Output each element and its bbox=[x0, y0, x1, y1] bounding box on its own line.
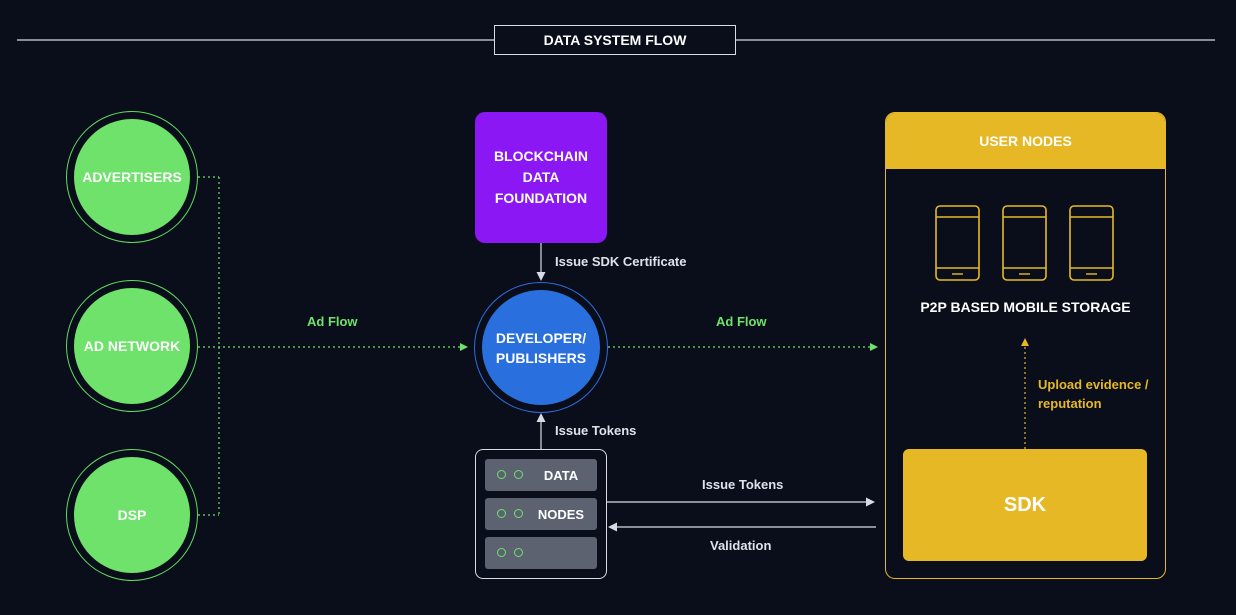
blockchain-line-3: FOUNDATION bbox=[494, 190, 588, 206]
server-label-nodes: NODES bbox=[537, 506, 585, 522]
server-label-empty bbox=[533, 537, 589, 569]
node-user-nodes: USER NODES bbox=[885, 112, 1166, 579]
phone-icon bbox=[1069, 205, 1114, 281]
phone-icon bbox=[935, 205, 980, 281]
node-developer-publishers: DEVELOPER/ PUBLISHERS bbox=[474, 282, 608, 413]
developer-publishers-fill: DEVELOPER/ PUBLISHERS bbox=[482, 290, 600, 405]
node-dsp-label: DSP bbox=[74, 457, 190, 573]
edge-label-issue-sdk-certificate: Issue SDK Certificate bbox=[555, 254, 687, 269]
node-data-nodes: DATA NODES bbox=[475, 449, 607, 579]
status-dot-icon bbox=[497, 509, 506, 518]
server-label-data: DATA bbox=[543, 467, 579, 483]
server-row: NODES bbox=[485, 498, 597, 530]
node-ad-network: AD NETWORK bbox=[66, 280, 198, 412]
developer-line-1: DEVELOPER/ bbox=[495, 329, 587, 346]
node-dsp: DSP bbox=[66, 449, 198, 581]
blockchain-line-1: BLOCKCHAIN bbox=[493, 148, 589, 164]
server-row: DATA bbox=[485, 459, 597, 491]
p2p-storage-label: P2P BASED MOBILE STORAGE bbox=[920, 299, 1131, 315]
phone-icon bbox=[1002, 205, 1047, 281]
status-dot-icon bbox=[497, 548, 506, 557]
edge-label-validation: Validation bbox=[710, 538, 772, 553]
diagram-title: DATA SYSTEM FLOW bbox=[494, 25, 736, 55]
node-ad-network-label: AD NETWORK bbox=[74, 288, 190, 404]
node-advertisers-label: ADVERTISERS bbox=[74, 119, 190, 235]
edge-label-ad-flow-left: Ad Flow bbox=[307, 314, 358, 329]
developer-line-2: PUBLISHERS bbox=[495, 349, 587, 366]
status-dot-icon bbox=[497, 470, 506, 479]
node-sdk: SDK bbox=[903, 449, 1147, 561]
node-blockchain-data-foundation: BLOCKCHAIN DATA FOUNDATION bbox=[475, 112, 607, 243]
edge-label-upload-evidence-1: Upload evidence / bbox=[1038, 377, 1149, 392]
blockchain-line-2: DATA bbox=[522, 169, 560, 185]
edge-label-upload-evidence-2: reputation bbox=[1038, 396, 1102, 411]
node-advertisers: ADVERTISERS bbox=[66, 111, 198, 243]
server-row bbox=[485, 537, 597, 569]
status-dot-icon bbox=[514, 470, 523, 479]
edge-label-issue-tokens-right: Issue Tokens bbox=[702, 477, 784, 492]
edge-label-issue-tokens-up: Issue Tokens bbox=[555, 423, 637, 438]
status-dot-icon bbox=[514, 509, 523, 518]
user-nodes-header: USER NODES bbox=[886, 113, 1165, 169]
status-dot-icon bbox=[514, 548, 523, 557]
edge-label-ad-flow-right: Ad Flow bbox=[716, 314, 767, 329]
